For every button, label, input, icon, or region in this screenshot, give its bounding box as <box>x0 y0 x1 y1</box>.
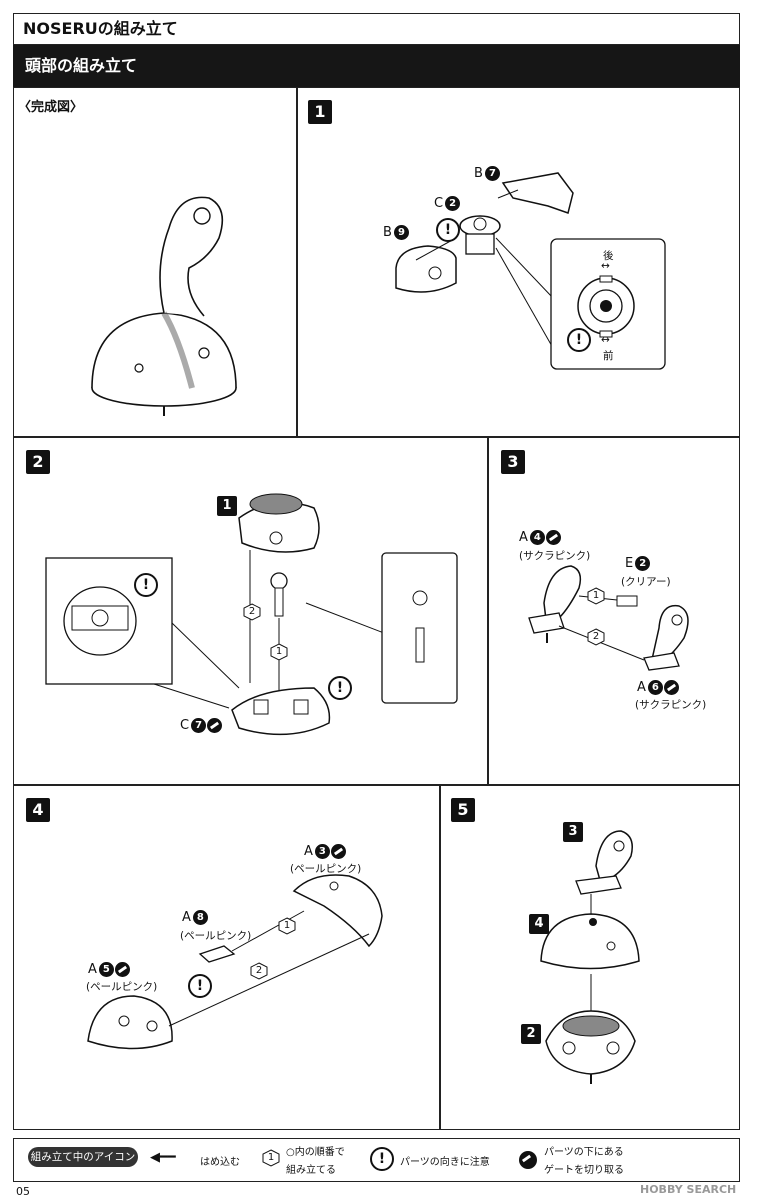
part-number: 7 <box>191 718 207 733</box>
part-ref-step: 1 <box>217 496 237 516</box>
caution-icon: ! <box>134 573 158 597</box>
part-letter: A <box>519 530 528 545</box>
order-number: 1 <box>275 646 283 657</box>
part-e2-color: (クリアー) <box>621 576 671 588</box>
caution-icon: ! <box>567 328 591 352</box>
order-hex-icon: 1 <box>262 1149 280 1167</box>
order-number: 2 <box>248 606 256 617</box>
gate-icon <box>114 962 130 977</box>
part-a8-color: (ペールピンク) <box>180 930 252 942</box>
order-text-1: ○内の順番で <box>286 1147 345 1158</box>
part-number: 8 <box>192 910 208 925</box>
order-number: 1 <box>592 590 600 601</box>
part-number: 7 <box>484 166 500 181</box>
icon-legend: 組み立て中のアイコン ◀━━ はめ込む 1 ○内の順番で 組み立てる ! パーツ… <box>13 1138 740 1182</box>
order-2-icon: 2 <box>250 962 268 980</box>
step3-illustration <box>528 565 689 671</box>
caution-icon: ! <box>328 676 352 700</box>
watermark-logo: HOBBY SEARCH <box>640 1183 737 1196</box>
part-letter: A <box>88 962 97 977</box>
order-number: 2 <box>255 965 263 976</box>
step-number: 5 <box>451 798 475 822</box>
arrow-back-icon: ↔ <box>601 260 610 272</box>
part-letter: A <box>304 844 313 859</box>
gate-icon <box>330 844 346 859</box>
part-number: 2 <box>445 196 461 211</box>
panel-step-2: 2 1 B2 C14 C7 ! ! 2 1 <box>13 437 488 785</box>
label-front: 前 <box>603 350 614 362</box>
order-2-icon: 2 <box>587 628 605 646</box>
step1-illustration <box>395 172 666 370</box>
part-letter: C <box>180 718 190 733</box>
ref-step-4: 4 <box>529 914 549 934</box>
page-title: NOSERUの組み立て <box>13 13 740 45</box>
part-number: 2 <box>635 556 651 571</box>
section-title: 頭部の組み立て <box>13 45 740 87</box>
part-a3-color: (ペールピンク) <box>290 863 362 875</box>
part-number: 3 <box>314 844 330 859</box>
order-number: 1 <box>267 1152 275 1163</box>
part-number: 9 <box>393 225 409 240</box>
panel-step-5: 5 3 4 2 <box>440 785 740 1130</box>
ref-step-3: 3 <box>563 822 583 842</box>
part-a6-color: (サクラピンク) <box>635 699 707 711</box>
gate-icon <box>663 680 679 695</box>
part-number: 4 <box>529 530 545 545</box>
order-number: 2 <box>592 631 600 642</box>
legend-tag: 組み立て中のアイコン <box>28 1147 138 1167</box>
part-letter: B <box>474 166 483 181</box>
arrow-front-icon: ↔ <box>601 334 610 346</box>
step-number: 1 <box>308 100 332 124</box>
order-number: 1 <box>283 920 291 931</box>
press-fit-text: はめ込む <box>200 1157 240 1168</box>
order-2-icon: 2 <box>243 603 261 621</box>
part-a4-color: (サクラピンク) <box>519 550 591 562</box>
ref-step-2: 2 <box>521 1024 541 1044</box>
gate-icon <box>519 1151 537 1169</box>
caution-text: パーツの向きに注意 <box>400 1157 490 1168</box>
gate-text-1: パーツの下にある <box>544 1147 624 1158</box>
order-text-2: 組み立てる <box>286 1165 336 1176</box>
caution-icon: ! <box>370 1147 394 1171</box>
gate-text-2: ゲートを切り取る <box>544 1165 624 1176</box>
gate-icon <box>207 718 223 733</box>
panel-complete: 〈完成図〉 <box>13 87 297 437</box>
gate-icon <box>545 530 561 545</box>
step-number: 2 <box>26 450 50 474</box>
step5-illustration <box>540 830 640 1084</box>
caution-icon: ! <box>188 974 212 998</box>
label-back: 後 <box>603 250 614 262</box>
part-letter: B <box>383 225 392 240</box>
part-letter: C <box>434 196 444 211</box>
page-number: 05 <box>16 1185 30 1198</box>
step-number: 4 <box>26 798 50 822</box>
part-number: 5 <box>98 962 114 977</box>
complete-label: 〈完成図〉 <box>18 100 84 115</box>
arrow-icon: ◀━━ <box>150 1150 176 1165</box>
part-letter: A <box>637 680 646 695</box>
order-1-icon: 1 <box>270 643 288 661</box>
part-letter: E <box>625 556 634 571</box>
order-1-icon: 1 <box>587 587 605 605</box>
step-number: 3 <box>501 450 525 474</box>
order-1-icon: 1 <box>278 917 296 935</box>
complete-head-illustration <box>91 196 237 416</box>
step4-illustration <box>87 874 383 1050</box>
part-a5-color: (ペールピンク) <box>86 981 158 993</box>
part-letter: A <box>182 910 191 925</box>
part-number: 6 <box>647 680 663 695</box>
